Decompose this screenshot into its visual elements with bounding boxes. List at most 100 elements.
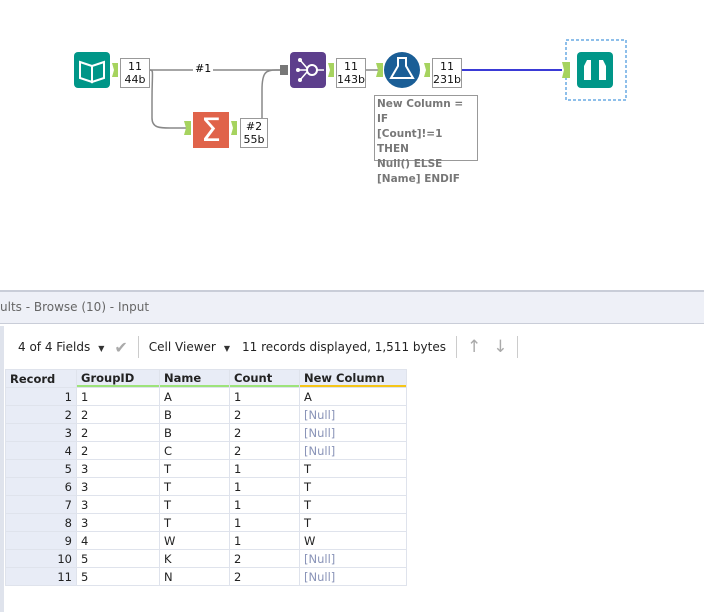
record-number[interactable]: 5 <box>6 460 76 477</box>
table-cell[interactable]: 5 <box>77 550 159 567</box>
input-anchor[interactable] <box>562 62 570 78</box>
input-data-tool[interactable] <box>74 52 110 88</box>
record-number[interactable]: 3 <box>6 424 76 441</box>
table-cell[interactable]: T <box>300 514 406 531</box>
table-cell[interactable]: 2 <box>77 406 159 423</box>
connection-label: #1 <box>193 62 214 75</box>
table-cell[interactable]: 2 <box>230 442 299 459</box>
table-cell[interactable]: T <box>300 460 406 477</box>
table-cell[interactable]: A <box>160 388 229 405</box>
record-number[interactable]: 8 <box>6 514 76 531</box>
divider <box>455 336 457 358</box>
table-cell[interactable]: T <box>300 496 406 513</box>
input-anchor[interactable] <box>184 121 191 135</box>
chevron-down-icon: ▼ <box>223 344 230 353</box>
table-cell[interactable]: 1 <box>230 388 299 405</box>
table-cell[interactable]: [Null] <box>300 568 406 585</box>
column-header-record[interactable]: Record <box>6 370 76 387</box>
record-number[interactable]: 10 <box>6 550 76 567</box>
table-cell[interactable]: 1 <box>230 460 299 477</box>
table-cell[interactable]: A <box>300 388 406 405</box>
table-cell[interactable]: T <box>160 496 229 513</box>
join-input-anchor[interactable] <box>280 65 288 75</box>
table-cell[interactable]: [Null] <box>300 406 406 423</box>
input-anchor[interactable] <box>376 63 383 77</box>
arrow-down-icon[interactable]: ↓ <box>493 337 508 357</box>
table-cell[interactable]: [Null] <box>300 424 406 441</box>
table-cell[interactable]: W <box>300 532 406 549</box>
column-header-groupid[interactable]: GroupID <box>77 370 159 387</box>
table-cell[interactable]: 2 <box>230 406 299 423</box>
browse-tool[interactable] <box>577 52 613 88</box>
table-cell[interactable]: 1 <box>230 514 299 531</box>
table-cell[interactable]: T <box>300 478 406 495</box>
record-number[interactable]: 2 <box>6 406 76 423</box>
record-number[interactable]: 4 <box>6 442 76 459</box>
column-header-name[interactable]: Name <box>160 370 229 387</box>
table-cell[interactable]: 3 <box>77 514 159 531</box>
column-header-new-column[interactable]: New Column <box>300 370 406 387</box>
table-cell[interactable]: B <box>160 406 229 423</box>
chevron-down-icon: ▼ <box>98 344 105 353</box>
table-cell[interactable]: N <box>160 568 229 585</box>
table-cell[interactable]: K <box>160 550 229 567</box>
join-tool[interactable] <box>290 52 326 88</box>
table-cell[interactable]: T <box>160 460 229 477</box>
record-number[interactable]: 11 <box>6 568 76 585</box>
table-cell[interactable]: 2 <box>230 568 299 585</box>
results-title: ults - Browse (10) - Input <box>0 290 704 324</box>
arrow-up-icon[interactable]: ↑ <box>466 337 482 357</box>
panel-left-edge <box>0 326 4 612</box>
table-cell[interactable]: 2 <box>77 442 159 459</box>
table-cell[interactable]: 1 <box>77 388 159 405</box>
table-cell[interactable]: 1 <box>230 532 299 549</box>
svg-text:Σ: Σ <box>201 111 221 149</box>
formula-tool[interactable] <box>384 52 420 88</box>
table-cell[interactable]: [Null] <box>300 550 406 567</box>
table-cell[interactable]: C <box>160 442 229 459</box>
output-anchor[interactable] <box>231 121 237 135</box>
table-cell[interactable]: 1 <box>230 478 299 495</box>
table-cell[interactable]: T <box>160 514 229 531</box>
table-cell[interactable]: 5 <box>77 568 159 585</box>
table-cell[interactable]: 3 <box>77 478 159 495</box>
table-cell[interactable]: B <box>160 424 229 441</box>
record-number[interactable]: 6 <box>6 478 76 495</box>
table-cell[interactable]: 3 <box>77 460 159 477</box>
table-cell[interactable]: W <box>160 532 229 549</box>
table-cell[interactable]: 3 <box>77 496 159 513</box>
records-status: 11 records displayed, 1,511 bytes <box>242 340 446 354</box>
column-header-count[interactable]: Count <box>230 370 299 387</box>
table-cell[interactable]: 1 <box>230 496 299 513</box>
summarize-tool[interactable]: Σ <box>193 111 229 149</box>
output-anchor[interactable] <box>328 63 334 77</box>
table-cell[interactable]: [Null] <box>300 442 406 459</box>
output-anchor[interactable] <box>424 63 430 77</box>
table-cell[interactable]: 2 <box>230 550 299 567</box>
output-anchor[interactable] <box>112 63 118 77</box>
fields-select[interactable]: 4 of 4 Fields▼ <box>18 340 105 354</box>
record-number[interactable]: 7 <box>6 496 76 513</box>
table-cell[interactable]: 2 <box>230 424 299 441</box>
cell-viewer-select[interactable]: Cell Viewer▼ <box>148 340 230 354</box>
record-number[interactable]: 9 <box>6 532 76 549</box>
table-cell[interactable]: 4 <box>77 532 159 549</box>
table-cell[interactable]: T <box>160 478 229 495</box>
apply-check-icon[interactable]: ✔ <box>114 337 128 357</box>
record-number[interactable]: 1 <box>6 388 76 405</box>
table-cell[interactable]: 2 <box>77 424 159 441</box>
